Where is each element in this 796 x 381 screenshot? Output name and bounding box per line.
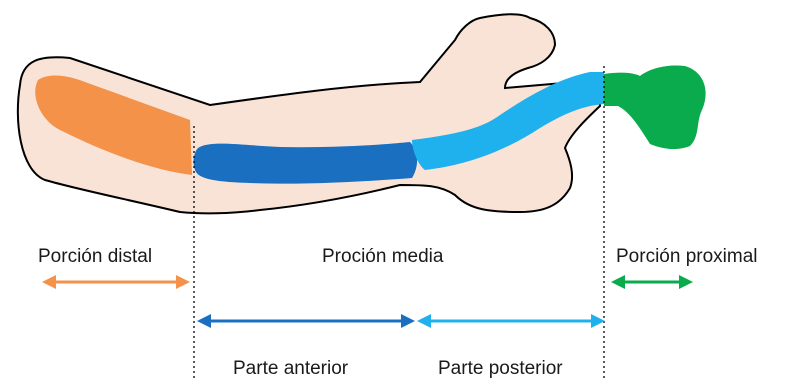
anterior-arrow — [197, 314, 415, 328]
label-middle: Proción media — [322, 246, 444, 267]
label-anterior: Parte anterior — [233, 358, 349, 379]
label-proximal: Porción proximal — [616, 246, 758, 267]
proximal-segment — [604, 65, 706, 149]
anterior-segment — [194, 142, 418, 184]
posterior-arrow — [417, 314, 605, 328]
proximal-arrow — [611, 275, 693, 289]
distal-arrow — [42, 275, 190, 289]
label-distal: Porción distal — [38, 246, 152, 267]
label-posterior: Parte posterior — [438, 358, 563, 379]
